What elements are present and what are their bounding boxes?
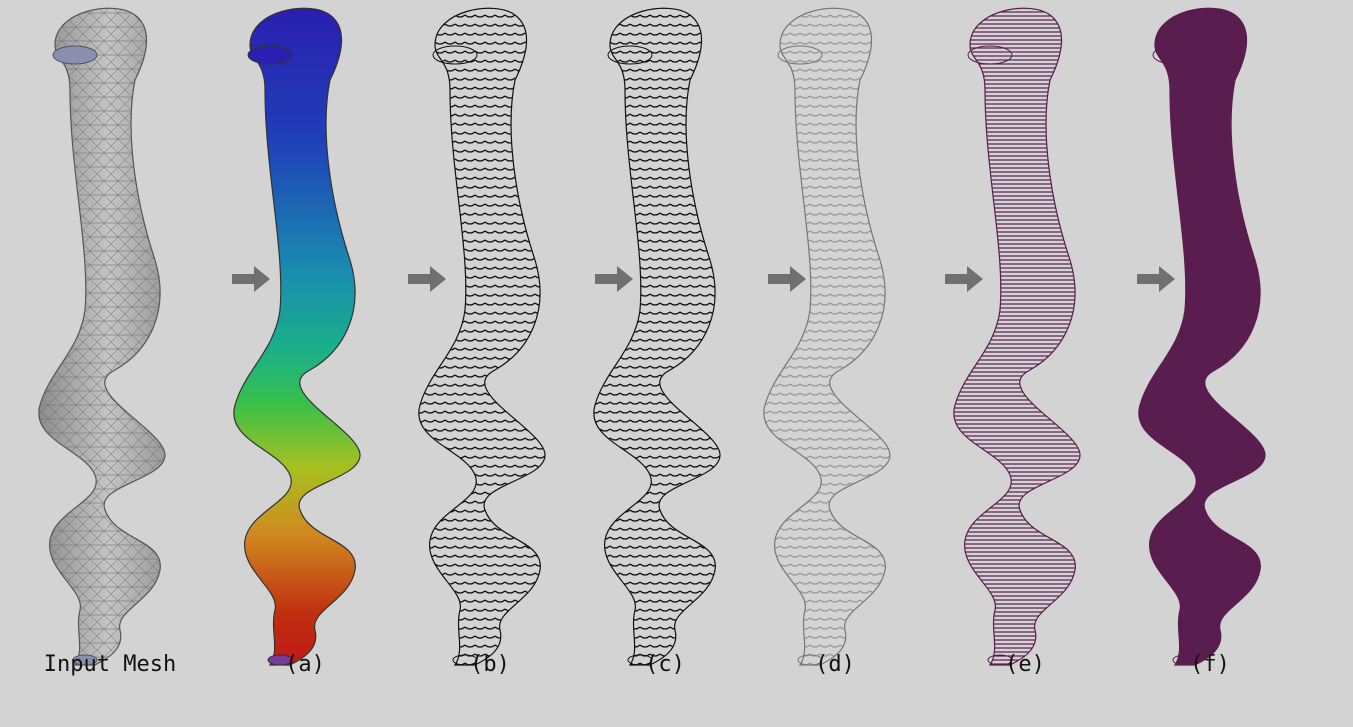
stage-6-shape <box>1139 8 1265 665</box>
stage-4-shape <box>764 8 890 665</box>
stage-3-shape <box>594 8 720 665</box>
arrow-0 <box>232 266 270 292</box>
stage-label-3: (c) <box>585 652 745 677</box>
mesh-wireframe <box>39 8 165 665</box>
stage-label-6: (f) <box>1130 652 1290 677</box>
stage-2-shape <box>419 8 545 665</box>
arrow-5 <box>1137 266 1175 292</box>
stage-6-tube <box>1139 8 1265 665</box>
stage-1-top-cap <box>248 46 292 64</box>
stage-label-0: Input Mesh <box>30 652 190 677</box>
stage-4-tube <box>764 8 890 665</box>
stage-5-tube <box>954 8 1080 665</box>
arrow-2 <box>595 266 633 292</box>
stage-label-5: (e) <box>945 652 1105 677</box>
stage-label-2: (b) <box>410 652 570 677</box>
stage-0-top-cap <box>53 46 97 64</box>
stage-1-shape <box>234 8 360 665</box>
stage-label-1: (a) <box>225 652 385 677</box>
arrow-1 <box>408 266 446 292</box>
stage-5-shape <box>954 8 1080 665</box>
arrow-4 <box>945 266 983 292</box>
stage-0-shape <box>39 8 165 665</box>
stage-2-tube <box>419 8 545 665</box>
stage-label-4: (d) <box>755 652 915 677</box>
stage-3-tube <box>594 8 720 665</box>
stage-1-tube <box>234 8 360 665</box>
arrow-3 <box>768 266 806 292</box>
